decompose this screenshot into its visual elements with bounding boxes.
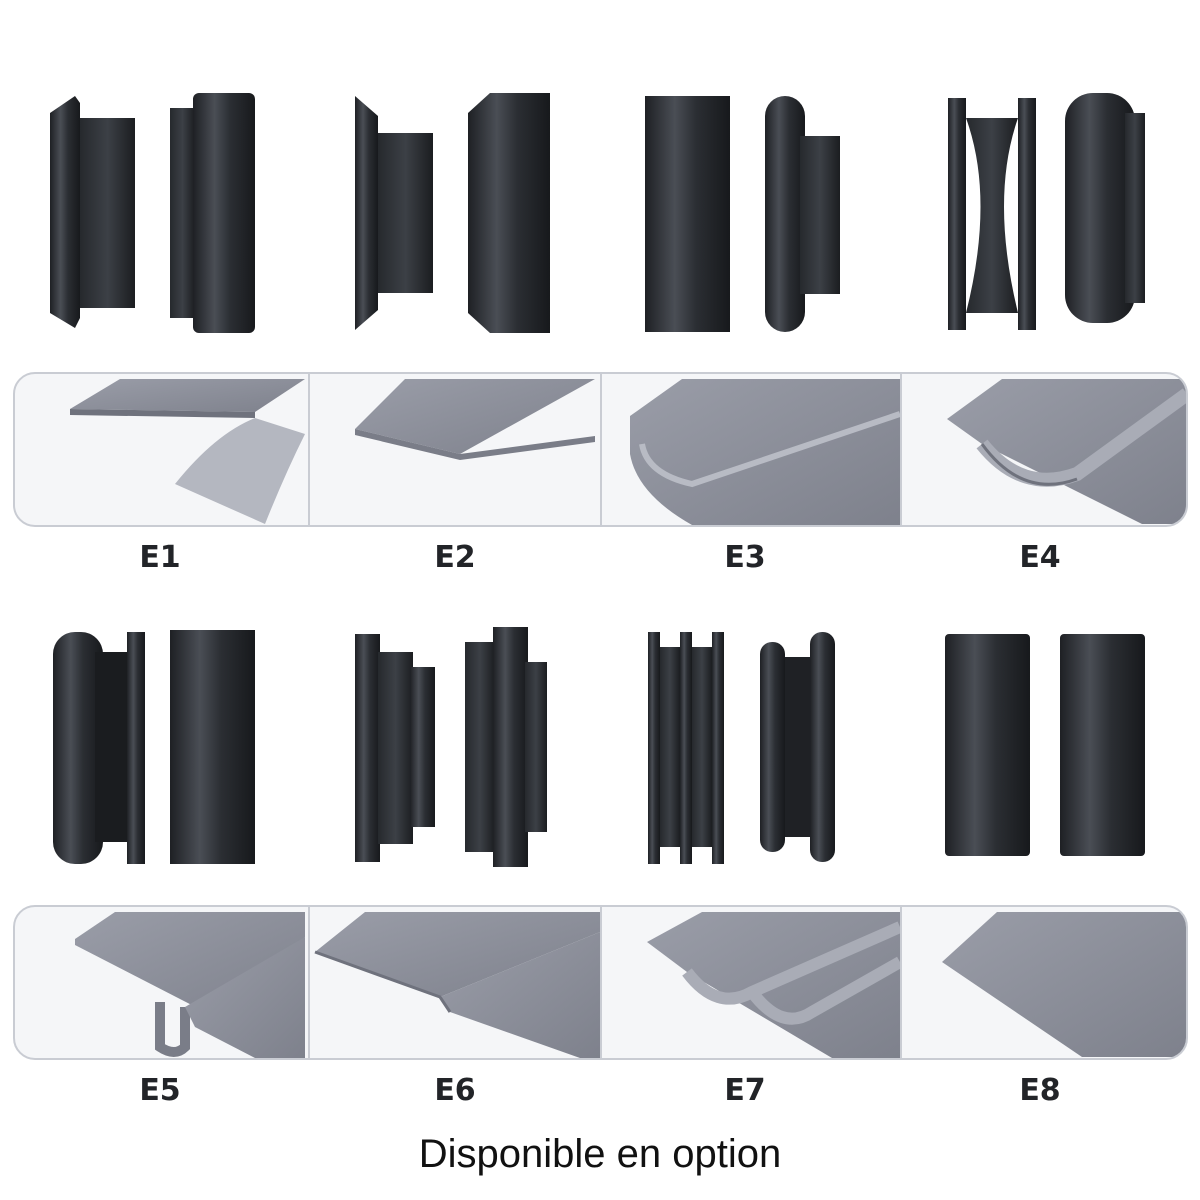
- roller-pair-e7: [640, 622, 860, 872]
- label-e7: E7: [724, 1073, 766, 1108]
- panel-divider: [600, 374, 602, 525]
- panel-divider: [900, 907, 902, 1058]
- roller-pair-e2: [350, 88, 570, 338]
- panel-divider: [308, 907, 310, 1058]
- panel-divider: [308, 374, 310, 525]
- roller-pair-e8: [940, 622, 1160, 872]
- roller-pair-e3: [640, 88, 860, 338]
- profile-e1: [15, 374, 308, 525]
- label-e4: E4: [1019, 540, 1061, 575]
- label-e8: E8: [1019, 1073, 1061, 1108]
- profile-e3: [602, 374, 900, 525]
- profile-e7: [602, 907, 900, 1058]
- footer-caption: Disponible en option: [418, 1132, 782, 1176]
- label-e6: E6: [434, 1073, 476, 1108]
- roller-pair-e6: [350, 622, 570, 872]
- profile-e5: [15, 907, 308, 1058]
- label-e1: E1: [139, 540, 181, 575]
- profile-e8: [902, 907, 1186, 1058]
- rollers-row-2: [0, 622, 1200, 902]
- panel-divider: [900, 374, 902, 525]
- roller-pair-e1: [45, 88, 265, 338]
- roller-pair-e4: [940, 88, 1160, 338]
- profile-panel-row-2: [13, 905, 1188, 1060]
- label-e5: E5: [139, 1073, 181, 1108]
- panel-divider: [600, 907, 602, 1058]
- profile-panel-row-1: [13, 372, 1188, 527]
- profile-e6: [310, 907, 600, 1058]
- roller-pair-e5: [45, 622, 265, 872]
- profile-e2: [310, 374, 600, 525]
- profile-e4: [902, 374, 1186, 525]
- label-e3: E3: [724, 540, 766, 575]
- label-e2: E2: [434, 540, 476, 575]
- rollers-row-1: [0, 88, 1200, 368]
